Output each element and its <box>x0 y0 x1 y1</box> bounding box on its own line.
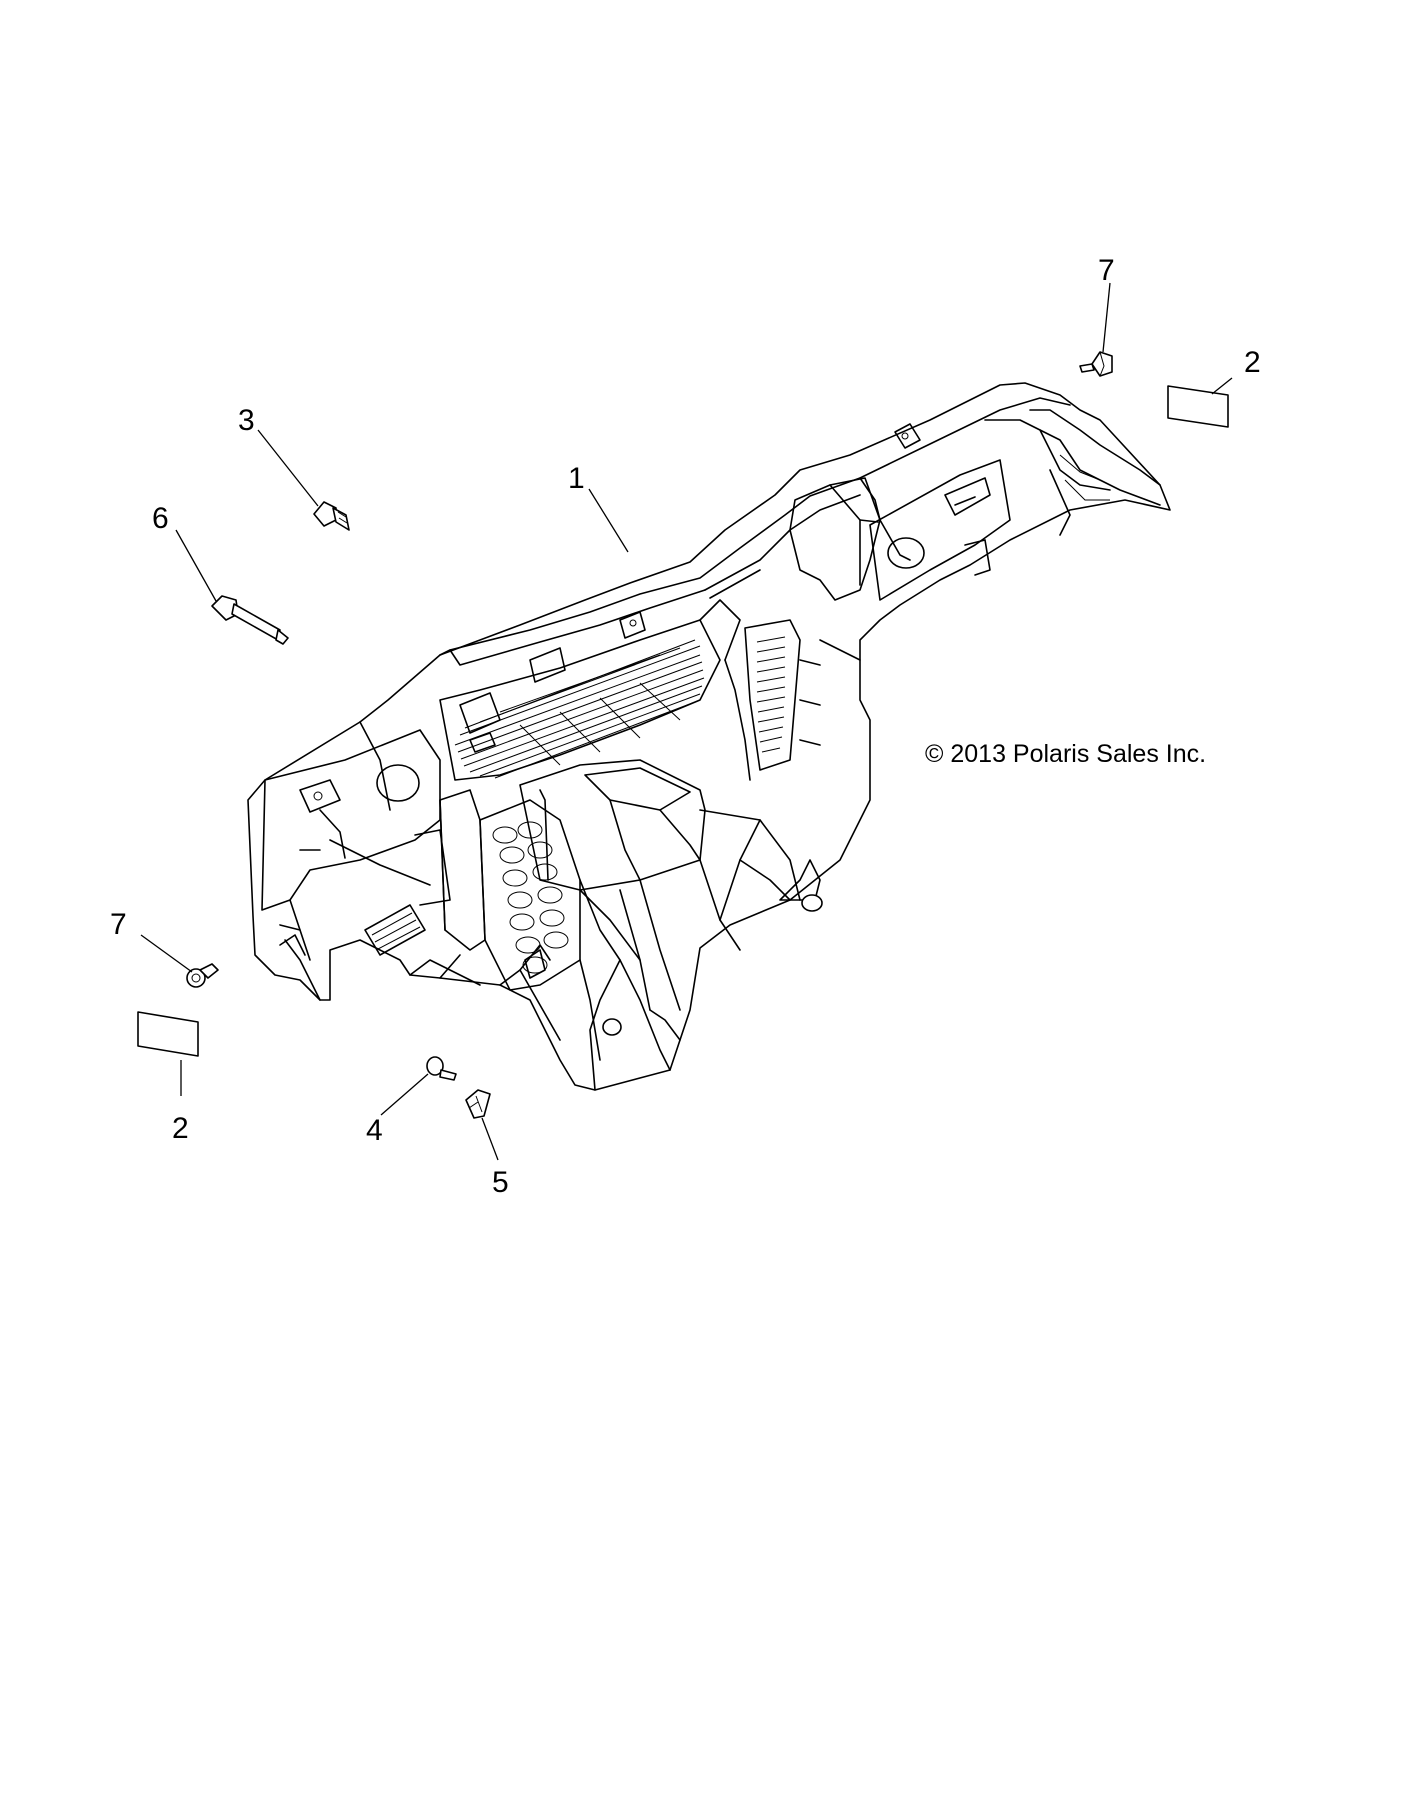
body-panel-part <box>247 382 1171 1091</box>
callouts: 1 2 2 3 4 5 6 7 7 <box>110 254 1261 1199</box>
push-rivet-top <box>1079 351 1113 377</box>
screw-item-4 <box>426 1056 457 1081</box>
callout-7-left: 7 <box>110 908 127 941</box>
side-vent-slats <box>756 636 786 753</box>
callout-7-top: 7 <box>1098 254 1115 287</box>
callout-1: 1 <box>568 462 585 495</box>
callout-3: 3 <box>238 404 255 437</box>
screw-item-3 <box>313 501 350 531</box>
callout-2-right: 2 <box>1244 346 1261 379</box>
clip-item-5 <box>465 1089 491 1119</box>
callout-2-left: 2 <box>172 1112 189 1145</box>
decal-item-2-left <box>137 1011 199 1057</box>
leader-lines <box>140 282 1233 1161</box>
decal-item-2-right <box>1167 385 1229 428</box>
lower-grille-honeycomb <box>492 821 569 974</box>
callout-6: 6 <box>152 502 169 535</box>
callout-4: 4 <box>366 1114 383 1147</box>
push-rivet-left <box>186 963 219 988</box>
copyright-notice: © 2013 Polaris Sales Inc. <box>925 740 1206 768</box>
callout-5: 5 <box>492 1166 509 1199</box>
bolt-item-6 <box>211 595 289 645</box>
